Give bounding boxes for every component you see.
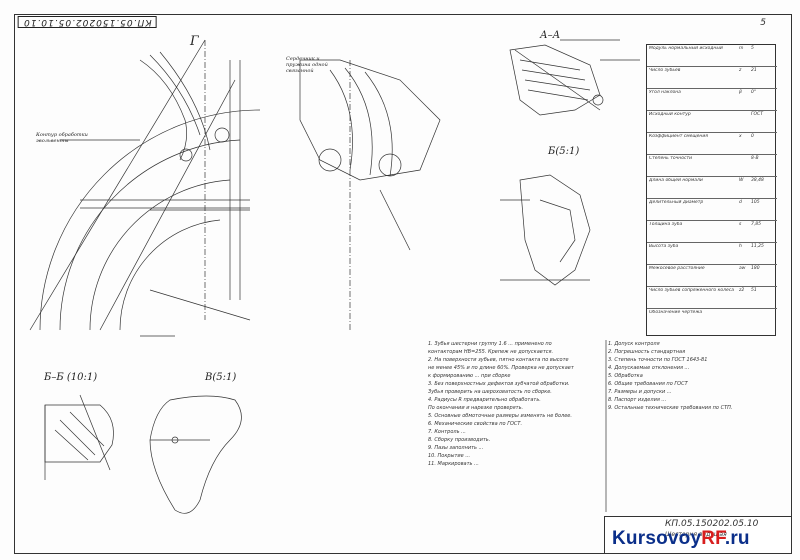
note-line: 3. Степень точности по ГОСТ 1643-81 bbox=[608, 357, 708, 363]
technical-notes-right: 1. Допуск контроля 2. Погрешность станда… bbox=[608, 340, 788, 412]
note-line: 6. Механические свойства по ГОСТ. bbox=[428, 421, 523, 427]
param-row: Толщина зуба s 7,85 bbox=[647, 221, 777, 243]
note-line: 10. Покрытие ... bbox=[428, 453, 471, 459]
note-line: контакторам НВ=255. Крепеж не допускаетс… bbox=[428, 349, 554, 355]
view-label-main: Г bbox=[190, 34, 199, 49]
note-line: 6. Общие требования по ГОСТ bbox=[608, 381, 688, 387]
title-name: Шестерня ведущая bbox=[665, 531, 727, 538]
param-row: Коэффициент смещения x 0 bbox=[647, 133, 777, 155]
param-row: Межосевое расстояние aw 180 bbox=[647, 265, 777, 287]
note-line: к формированию ... при сборке bbox=[428, 373, 511, 379]
watermark-logo: KursovoyRF.ru bbox=[612, 528, 750, 549]
note-line: 1. Зубья шестерни группу 1.6 ... примене… bbox=[428, 341, 552, 347]
callout-profile: Контур обработки эвольвенты bbox=[36, 132, 88, 144]
title-block: КП.05.150202.05.10 Шестерня ведущая bbox=[604, 516, 792, 554]
drawing-frame bbox=[14, 14, 792, 554]
note-line: 9. Пазы заполнить ... bbox=[428, 445, 484, 451]
sheet-number: 5 bbox=[760, 18, 766, 28]
note-line: 4. Радиусы R предварительно обработать. bbox=[428, 397, 541, 403]
note-line: Зубья проверить на шероховатость по сбор… bbox=[428, 389, 552, 395]
note-line: 9. Остальные технические требования по С… bbox=[608, 405, 733, 411]
param-row: Модуль нормальный исходный m 5 bbox=[647, 45, 777, 67]
view-label-section-bb: Б–Б (10:1) bbox=[44, 372, 98, 383]
view-label-section-aa: А–А bbox=[540, 30, 561, 41]
callout-material: Сердечник и пружина одной связанной bbox=[286, 56, 328, 74]
note-line: не менее 45% и по длине 60%. Проверка не… bbox=[428, 365, 574, 371]
note-line: 1. Допуск контроля bbox=[608, 341, 660, 347]
note-line: 7. Контроль ... bbox=[428, 429, 466, 435]
param-row: Высота зуба h 11,25 bbox=[647, 243, 777, 265]
param-row: Длина общей нормали W 38,48 bbox=[647, 177, 777, 199]
view-label-detail-v: В(5:1) bbox=[205, 372, 237, 383]
param-row: Число зубьев сопряженного колеса z2 51 bbox=[647, 287, 777, 309]
param-row: Число зубьев z 21 bbox=[647, 67, 777, 89]
param-row: Исходный контур ГОСТ bbox=[647, 111, 777, 133]
technical-notes-left: 1. Зубья шестерни группу 1.6 ... примене… bbox=[428, 340, 608, 468]
note-line: 11. Маркировать ... bbox=[428, 461, 479, 467]
note-line: 2. Погрешность стандартная bbox=[608, 349, 686, 355]
note-line: 8. Сборку производить. bbox=[428, 437, 491, 443]
parameters-table: Модуль нормальный исходный m 5 Число зуб… bbox=[646, 44, 777, 336]
param-row: Угол наклона β 0° bbox=[647, 89, 777, 111]
param-row: Делительный диаметр d 105 bbox=[647, 199, 777, 221]
param-row: Обозначение чертежа bbox=[649, 310, 703, 315]
note-line: 3. Без поверхностных дефектов зубчатой о… bbox=[428, 381, 570, 387]
note-line: 5. Обработка bbox=[608, 373, 643, 379]
note-line: 8. Паспорт изделия ... bbox=[608, 397, 667, 403]
note-line: По окончании и нарезке проверять. bbox=[428, 405, 524, 411]
view-label-detail-b: Б(5:1) bbox=[548, 146, 580, 157]
param-row: Степень точности 8-B bbox=[647, 155, 777, 177]
note-line: 5. Основные обмоточные размеры изменять … bbox=[428, 413, 572, 419]
note-line: 2. На поверхности зубьев, пятно контакта… bbox=[428, 357, 569, 363]
note-line: 4. Допускаемые отклонения ... bbox=[608, 365, 690, 371]
title-code: КП.05.150202.05.10 bbox=[665, 519, 759, 529]
note-line: 7. Размеры и допуски ... bbox=[608, 389, 672, 395]
